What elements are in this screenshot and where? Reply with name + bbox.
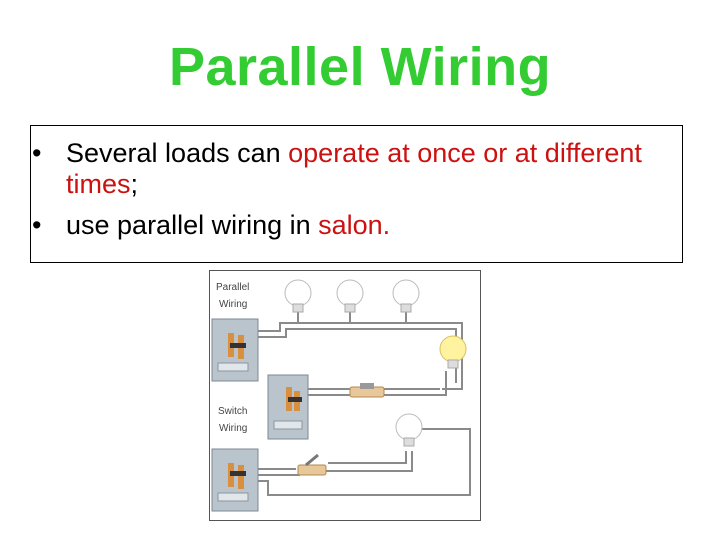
bullet-item-1: • Several loads can operate at once or at… — [31, 138, 656, 200]
breaker-box-bottom — [211, 448, 259, 512]
switch-label-line2: Wiring — [219, 423, 247, 434]
breaker-box-middle — [267, 374, 309, 440]
wiring-diagram: Parallel Wiring Switch Wiring — [209, 270, 481, 521]
parallel-label-line2: Wiring — [219, 299, 247, 310]
bullet-2-text: use parallel wiring in — [66, 210, 319, 240]
breaker-box-top — [211, 318, 259, 382]
parallel-label-line1: Parallel — [216, 282, 249, 293]
bulb-1-icon — [284, 279, 312, 313]
wires — [258, 311, 471, 496]
bullet-1-text: Several loads can — [66, 138, 289, 168]
bullet-2-highlight: salon. — [318, 210, 391, 240]
bullet-1-suffix: ; — [130, 169, 139, 199]
bullet-marker: • — [32, 210, 42, 240]
switch-bottom — [297, 453, 327, 476]
bulb-3-icon — [392, 279, 420, 313]
bulb-2-icon — [336, 279, 364, 313]
bullet-marker: • — [32, 138, 42, 168]
wiring-illustration: Parallel Wiring Switch Wiring — [211, 279, 471, 512]
bullet-item-2: • use parallel wiring in salon. — [31, 210, 682, 241]
lit-bulb-icon — [439, 335, 467, 369]
bullet-list: • Several loads can operate at once or at… — [31, 138, 682, 241]
switch-middle — [349, 383, 385, 398]
switched-bulb-icon — [395, 413, 423, 447]
bullet-text-box: • Several loads can operate at once or at… — [30, 125, 683, 263]
bullet-1-highlight: operate at once or at different times — [66, 138, 642, 199]
switch-label-line1: Switch — [218, 406, 247, 417]
slide-title: Parallel Wiring — [168, 37, 552, 97]
